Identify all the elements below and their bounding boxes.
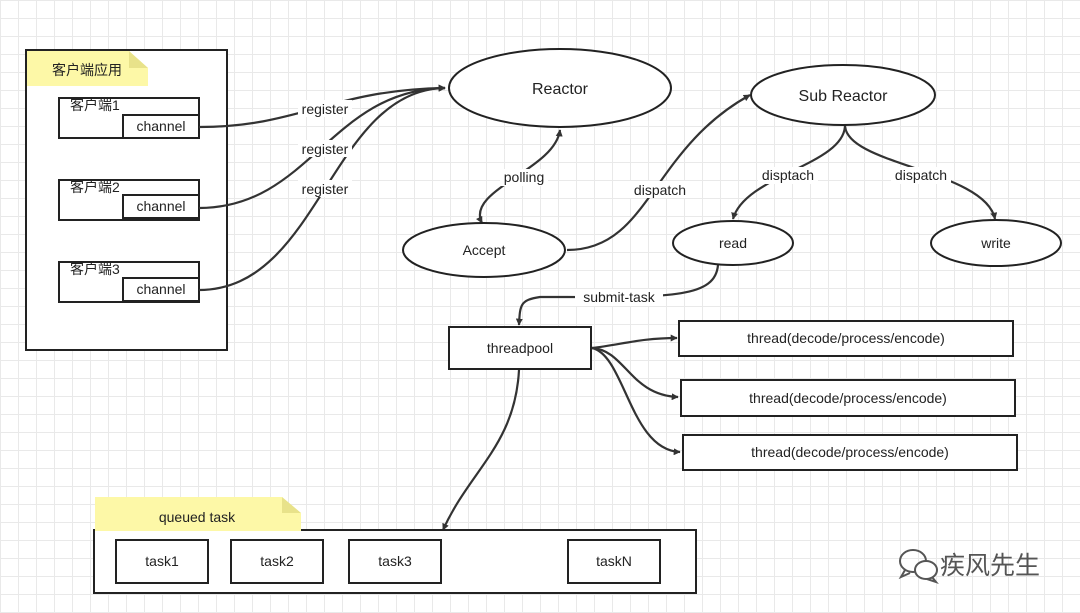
polling-label: polling: [504, 169, 544, 185]
thread-label-1: thread(decode/process/encode): [747, 330, 945, 346]
task-label-2: task2: [260, 553, 294, 569]
thread-edge-1: [591, 334, 678, 350]
client-app-title: 客户端应用: [52, 62, 122, 78]
thread-label-3: thread(decode/process/encode): [751, 444, 949, 460]
accept-label: Accept: [463, 242, 506, 258]
write-label: write: [980, 235, 1011, 251]
register-label-2: register: [302, 141, 349, 157]
thread-edge-2: [591, 346, 679, 401]
client-2-channel-box: [122, 194, 200, 219]
task-label-1: task1: [145, 553, 179, 569]
disptach-label: disptach: [762, 167, 814, 183]
client-1-label: 客户端1: [70, 97, 120, 113]
threadpool-group: threadpool thread(decode/process/encode)…: [448, 320, 1018, 471]
queue-note-fold: [282, 497, 301, 513]
edges: [198, 84, 998, 531]
accept-node: [402, 222, 566, 278]
threadpool-node: [448, 326, 592, 370]
dispatch-label: dispatch: [634, 182, 686, 198]
wechat-icon: [898, 549, 939, 585]
task-label-n: taskN: [596, 553, 632, 569]
write-node: [930, 219, 1062, 267]
thread-edge-3: [591, 346, 681, 456]
watermark-text: 疾风先生: [940, 552, 1040, 580]
edge-labels: register register register polling dispa…: [298, 100, 951, 306]
queue-note: [95, 497, 301, 531]
task-box-1: [115, 539, 209, 584]
thread-box-2: [680, 379, 1016, 417]
register-label-1: register: [302, 101, 349, 117]
client-3-label: 客户端3: [70, 261, 120, 277]
watermark: [898, 549, 939, 585]
sub-reactor-label: Sub Reactor: [799, 88, 889, 105]
nodes: Reactor Sub Reactor Accept read write: [402, 48, 1062, 278]
reactor-node: [448, 48, 672, 128]
register-label-3: register: [302, 181, 349, 197]
task-box-3: [348, 539, 442, 584]
task-label-3: task3: [378, 553, 412, 569]
note-fold: [129, 51, 148, 68]
client-1-channel-label: channel: [136, 118, 185, 134]
threadpool-label: threadpool: [487, 340, 553, 356]
sub-reactor-node: [750, 64, 936, 126]
client-app-group: 客户端应用 客户端1 channel 客户端2 channel 客户端3 cha…: [25, 49, 228, 351]
thread-label-2: thread(decode/process/encode): [749, 390, 947, 406]
task-box-2: [230, 539, 324, 584]
dispatch-write-label: dispatch: [895, 167, 947, 183]
client-app-note: [27, 51, 148, 86]
submit-task-label: submit-task: [583, 289, 656, 305]
queue-edge: [441, 369, 521, 531]
queue-title: queued task: [159, 509, 236, 525]
read-label: read: [719, 235, 747, 251]
client-2-channel-label: channel: [136, 198, 185, 214]
task-box-n: [567, 539, 661, 584]
reactor-label: Reactor: [532, 81, 589, 98]
read-node: [672, 220, 794, 266]
client-3-channel-label: channel: [136, 281, 185, 297]
client-2-label: 客户端2: [70, 179, 120, 195]
queue-group: queued task task1 task2 task3 taskN: [93, 497, 697, 594]
thread-box-3: [682, 434, 1018, 471]
thread-box-1: [678, 320, 1014, 357]
